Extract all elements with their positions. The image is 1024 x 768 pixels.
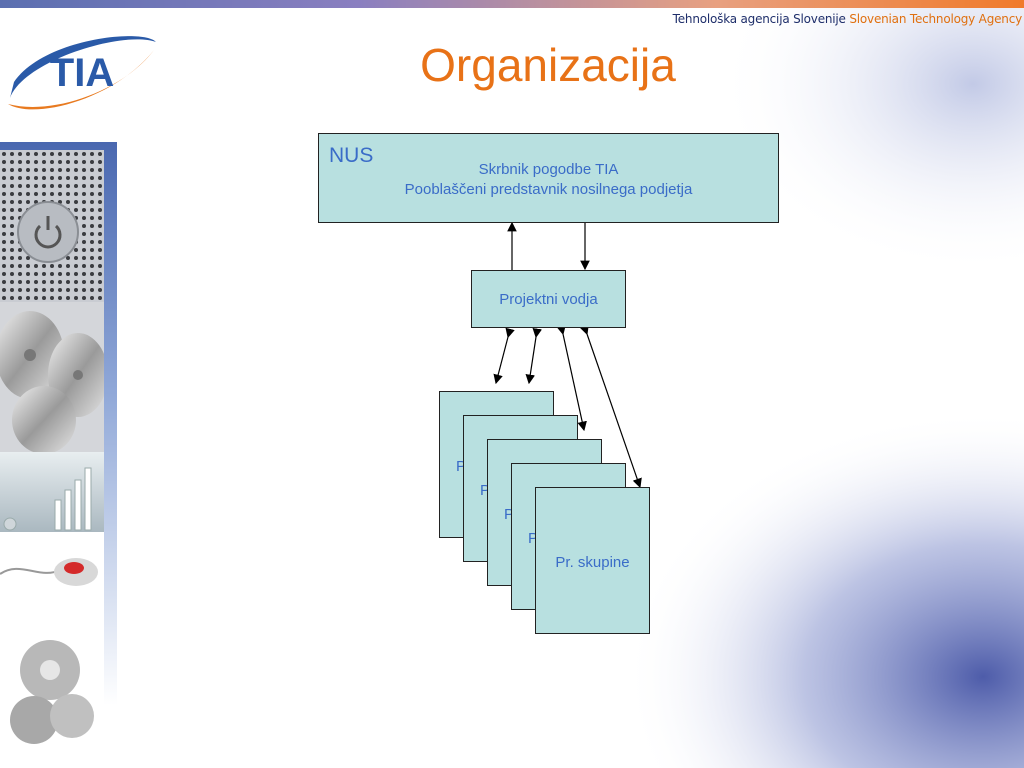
agency-name-en: Slovenian Technology Agency — [849, 12, 1022, 26]
group-card-label: P — [480, 482, 491, 499]
logo-text: TIA — [50, 51, 114, 95]
background-swirl — [0, 8, 1024, 768]
project-lead-label: Projektni vodja — [499, 290, 598, 308]
bar-chart-icon — [54, 499, 62, 531]
nus-line-1: Skrbnik pogodbe TIA — [478, 161, 619, 178]
agency-name-sl: Tehnološka agencija Slovenije — [672, 12, 846, 26]
nus-tag: NUS — [329, 144, 374, 167]
slide-title: Organizacija — [420, 39, 676, 91]
agency-name: Tehnološka agencija Slovenije Slovenian … — [672, 12, 1023, 26]
group-card-label: P — [504, 506, 515, 523]
power-button-icon — [17, 201, 79, 263]
arrow-group-2 — [525, 327, 543, 385]
group-card-label: Pr. skupine — [555, 554, 630, 571]
nus-text: Skrbnik pogodbe TIA Pooblaščeni predstav… — [319, 160, 778, 200]
project-lead-box: Projektni vodja — [471, 270, 626, 328]
side-photo-column — [0, 150, 104, 758]
nus-box: NUS Skrbnik pogodbe TIA Pooblaščeni pred… — [318, 133, 779, 223]
group-card-label: P — [528, 530, 539, 547]
group-card-label: P — [456, 458, 467, 475]
arrow-group-1 — [493, 327, 515, 385]
group-card-5: Pr. skupine — [535, 487, 650, 634]
tia-logo: TIA — [8, 36, 156, 110]
top-accent-bar — [0, 0, 1024, 8]
nus-line-2: Pooblaščeni predstavnik nosilnega podjet… — [404, 181, 693, 198]
